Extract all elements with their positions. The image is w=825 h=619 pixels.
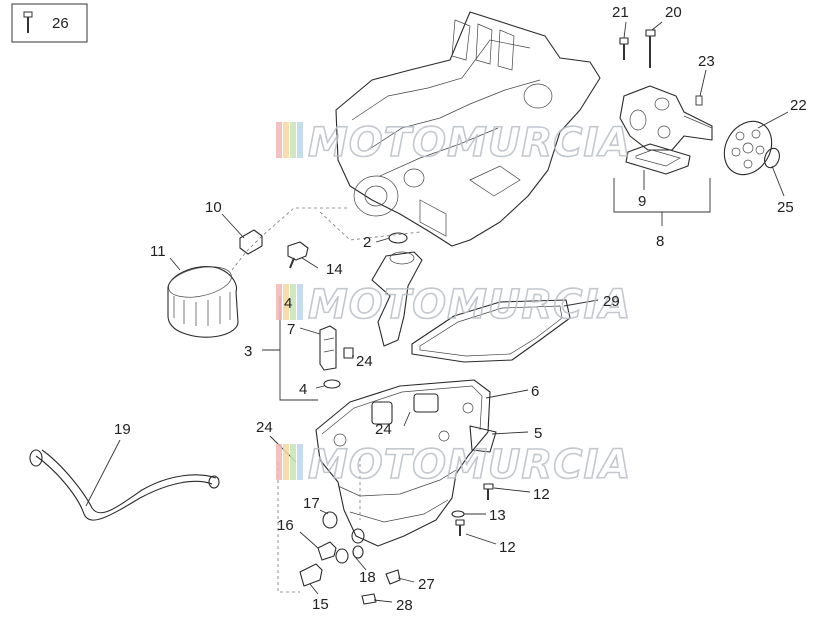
callout-23: 23	[698, 53, 715, 70]
callout-20: 20	[665, 4, 682, 21]
callout-18: 18	[359, 569, 376, 586]
watermark-stripe	[297, 284, 303, 320]
dowel-23	[695, 95, 703, 106]
callout-24-b: 24	[375, 421, 392, 438]
callout-28: 28	[396, 597, 413, 614]
crankcase	[335, 11, 601, 247]
watermark-stripe	[297, 122, 303, 158]
callout-11: 11	[150, 243, 166, 260]
callout-13: 13	[489, 507, 506, 524]
watermark-stripe	[283, 122, 289, 158]
breather-hose	[29, 449, 220, 521]
drain-parts	[299, 511, 401, 605]
callout-4-bottom: 4	[299, 381, 307, 398]
callout-8: 8	[656, 233, 664, 250]
leader-lines	[85, 21, 789, 603]
callout-3: 3	[244, 343, 252, 360]
callout-12-a: 12	[533, 486, 550, 503]
watermark-stripe	[283, 444, 289, 480]
watermark-text: MOTOMURCIA	[308, 120, 631, 166]
callout-10: 10	[205, 199, 222, 216]
relief-valve	[319, 325, 354, 389]
callout-17: 17	[303, 495, 320, 512]
watermark-stripe	[283, 284, 289, 320]
watermark-text: MOTOMURCIA	[308, 442, 631, 488]
callout-9: 9	[638, 193, 646, 210]
callout-25: 25	[777, 199, 794, 216]
pump-rotor	[723, 120, 780, 176]
pump-bolts	[619, 29, 656, 68]
callout-19: 19	[114, 421, 131, 438]
watermark-stripe	[276, 284, 282, 320]
watermark-stripe	[290, 122, 296, 158]
callout-5: 5	[534, 425, 542, 442]
callout-6: 6	[531, 383, 539, 400]
callout-7: 7	[287, 321, 295, 338]
watermark-text: MOTOMURCIA	[308, 282, 631, 328]
watermark-stripe	[290, 444, 296, 480]
callouts: 26 21 20 23 22 25 9 8 10 11 2 14 4 7 3 2…	[114, 4, 807, 614]
oil-filter	[167, 207, 350, 338]
oil-sump	[315, 379, 497, 547]
watermark-stripe	[290, 284, 296, 320]
callout-22: 22	[790, 97, 807, 114]
callout-24-a: 24	[356, 353, 373, 370]
callout-27: 27	[418, 576, 435, 593]
callout-21: 21	[612, 4, 629, 21]
sump-gasket	[411, 299, 571, 363]
callout-14: 14	[326, 261, 343, 278]
callout-12-b: 12	[499, 539, 516, 556]
watermark-stripe	[276, 444, 282, 480]
callout-4-top: 4	[284, 295, 292, 312]
legend-label: 26	[52, 15, 69, 32]
watermark: MOTOMURCIA MOTOMURCIA MOTOMURCIA	[276, 119, 631, 489]
callout-15: 15	[312, 596, 329, 613]
legend-box: 26	[11, 3, 88, 43]
oil-pump	[619, 85, 713, 175]
bolt-icon	[23, 11, 33, 33]
sump-bolts	[451, 483, 494, 536]
oil-pickup	[371, 251, 423, 347]
watermark-stripe	[297, 444, 303, 480]
callout-24-c: 24	[256, 419, 273, 436]
oring-2	[388, 232, 408, 244]
watermark-stripes	[276, 122, 303, 480]
callout-29: 29	[603, 293, 620, 310]
watermark-stripe	[276, 122, 282, 158]
pressure-switch	[287, 241, 309, 269]
callout-16: 16	[277, 517, 294, 534]
callout-2: 2	[363, 234, 371, 251]
